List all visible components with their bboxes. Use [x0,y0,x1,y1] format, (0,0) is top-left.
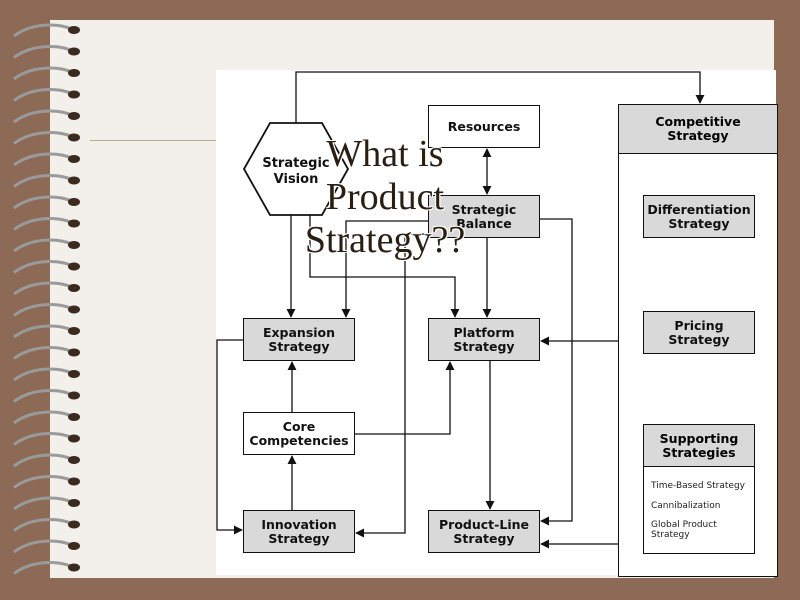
spiral-ring [13,259,73,274]
spiral-ring [13,281,73,296]
core-competencies-label: Core Competencies [249,418,349,448]
spiral-hole [68,434,80,443]
expansion-strategy-box: Expansion Strategy [243,318,355,361]
expansion-strategy-label: Expansion Strategy [262,324,336,354]
spiral-hole [68,198,80,206]
supporting-item-cannibalization: Cannibalization [651,501,721,511]
spiral-hole [68,327,80,335]
spiral-hole [68,456,80,464]
spiral-binding [13,23,80,575]
spiral-ring [13,517,73,532]
spiral-ring [13,66,73,81]
slide-title: What is Product Strategy?? [304,133,466,261]
spiral-hole [68,520,80,529]
spiral-hole [68,176,80,185]
spiral-hole [68,563,80,572]
spiral-ring [13,324,73,339]
supporting-strategies-title: Supporting Strategies [644,425,754,467]
spiral-ring [13,195,73,210]
spiral-ring [13,238,73,253]
spiral-hole [68,47,80,56]
strategic-balance-label: Strategic Balance [451,201,517,231]
spiral-hole [68,413,80,421]
pricing-strategy-box: Pricing Strategy [643,311,755,354]
spiral-ring [13,173,73,188]
spiral-ring [13,560,73,575]
spiral-ring [13,152,73,167]
spiral-hole [68,348,80,357]
spiral-ring [13,388,73,403]
platform-strategy-label: Platform Strategy [453,324,515,354]
spiral-hole [68,477,80,486]
spiral-hole [68,69,80,77]
spiral-ring [13,496,73,511]
spiral-ring [13,109,73,124]
innovation-strategy-box: Innovation Strategy [243,510,355,553]
spiral-hole [68,90,80,99]
spiral-ring [13,453,73,468]
spiral-ring [13,474,73,489]
spiral-hole [68,133,80,142]
spiral-hole [68,219,80,228]
spiral-ring [13,44,73,59]
spiral-ring [13,345,73,360]
supporting-strategies-box: Supporting Strategies Time-Based Strateg… [643,424,755,554]
spiral-ring [13,410,73,425]
competitive-strategy-header: Competitive Strategy [618,104,778,154]
spiral-hole [68,284,80,292]
platform-strategy-box: Platform Strategy [428,318,540,361]
supporting-item-global-product: Global Product Strategy [651,520,717,540]
strategic-vision-label: Strategic Vision [262,156,330,187]
spiral-ring [13,302,73,317]
pricing-strategy-label: Pricing Strategy [668,317,730,347]
page-rule-line [90,140,218,141]
supporting-item-time-based: Time-Based Strategy [651,481,746,491]
spiral-hole [68,499,80,507]
spiral-ring [13,216,73,231]
product-line-strategy-box: Product-Line Strategy [428,510,540,553]
spiral-hole [68,370,80,378]
spiral-hole [68,155,80,163]
innovation-strategy-label: Innovation Strategy [261,516,337,546]
spiral-hole [68,262,80,271]
spiral-ring [13,87,73,102]
differentiation-strategy-box: Differentiation Strategy [643,195,755,238]
spiral-ring [13,23,73,38]
resources-label: Resources [447,118,521,134]
product-line-strategy-label: Product-Line Strategy [439,516,529,546]
spiral-ring [13,367,73,382]
core-competencies-box: Core Competencies [243,412,355,455]
spiral-hole [68,241,80,249]
differentiation-strategy-label: Differentiation Strategy [647,201,751,231]
spiral-hole [68,112,80,120]
spiral-ring [13,539,73,554]
spiral-hole [68,391,80,400]
spiral-hole [68,305,80,314]
spiral-hole [68,542,80,550]
spiral-ring [13,431,73,446]
spiral-hole [68,26,80,34]
spiral-ring [13,130,73,145]
